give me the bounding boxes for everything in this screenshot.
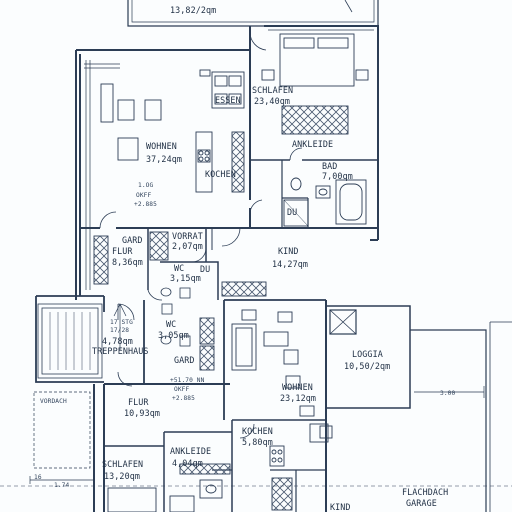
vorrat-name: VORRAT — [172, 231, 203, 241]
wohnen-top-name: WOHNEN — [146, 141, 177, 151]
furniture-bedroom-bottom — [107, 487, 195, 512]
loggia — [326, 305, 512, 512]
bad-area: 7,00qm — [322, 171, 353, 181]
wc1-area: 3,15qm — [170, 273, 201, 283]
dim-174: 1.74 — [54, 482, 70, 489]
kochen-top: KOCHEN — [205, 169, 236, 179]
wohnen2-name: WOHNEN — [282, 382, 313, 392]
treppenhaus-name: TREPPENHAUS — [92, 346, 149, 356]
og-note-3: +2.885 — [134, 201, 157, 208]
level-okff: OKFF — [174, 386, 190, 393]
wardrobes — [93, 231, 267, 371]
kochen2-area: 5,80qm — [242, 437, 273, 447]
og-note-1: 1.OG — [138, 182, 154, 189]
schlafen2-area: 13,20qm — [104, 471, 140, 481]
gard2-label: GARD — [174, 355, 195, 365]
schlafen2-name: SCHLAFEN — [102, 459, 144, 469]
wohnen-top-area: 37,24qm — [146, 154, 182, 164]
gard-flur-area: 8,36qm — [112, 257, 143, 267]
wc2-area: 3,05qm — [158, 330, 189, 340]
top-balcony — [127, 0, 379, 27]
furniture-bedroom-top — [261, 33, 369, 135]
stair-ratio: 17/28 — [110, 327, 130, 334]
kind-top-area: 14,27qm — [272, 259, 308, 269]
wc1-name: WC — [174, 263, 185, 273]
vorrat-area: 2,07qm — [172, 241, 203, 251]
windows — [84, 60, 120, 290]
treppenhaus-area: 4,78qm — [102, 336, 133, 346]
og-note-2: OKFF — [136, 192, 152, 199]
kochen2-name: KOCHEN — [242, 426, 273, 436]
du-top: DU — [287, 207, 298, 217]
du-wc: DU — [200, 264, 211, 274]
gard-label: GARD — [122, 235, 143, 245]
essen-label: ESSEN — [215, 95, 241, 105]
dim-16: 16 — [34, 474, 42, 481]
wc2-name: WC — [166, 319, 177, 329]
level-nn: +51.70 NN — [170, 377, 205, 384]
furniture-top — [100, 69, 245, 193]
ankleide2-name: ANKLEIDE — [170, 446, 212, 456]
flur2-name: FLUR — [128, 397, 149, 407]
vordach-area — [0, 391, 512, 487]
kind-top-name: KIND — [278, 246, 299, 256]
exterior-walls — [75, 25, 379, 300]
flur2-area: 10,93qm — [124, 408, 160, 418]
balcony-area: 13,82/2qm — [170, 5, 217, 15]
kind2-name: KIND — [330, 502, 351, 512]
stairwell — [35, 295, 127, 383]
bad-name: BAD — [322, 161, 338, 171]
interior-walls-bottom — [93, 299, 327, 512]
vordach-label: VORDACH — [40, 398, 67, 405]
wc-fixtures — [160, 287, 191, 347]
schlafen-top-name: SCHLAFEN — [252, 85, 294, 95]
flur-label: FLUR — [112, 246, 133, 256]
ankleide2-area: 4,04qm — [172, 458, 203, 468]
furniture-living-bottom — [231, 309, 333, 443]
level-value: +2.885 — [172, 395, 195, 402]
schlafen-top-area: 23,40qm — [254, 96, 290, 106]
dim-3: 3.00 — [440, 390, 456, 397]
garage-label: GARAGE — [406, 498, 437, 508]
loggia-name: LOGGIA — [352, 349, 383, 359]
interior-walls-top — [80, 50, 378, 300]
wohnen2-area: 23,12qm — [280, 393, 316, 403]
loggia-area: 10,50/2qm — [344, 361, 391, 371]
ankleide-top: ANKLEIDE — [292, 139, 334, 149]
stair-count: 17 STG — [110, 319, 133, 326]
flachdach-label: FLACHDACH — [402, 487, 449, 497]
bath-fixtures-top — [283, 177, 367, 227]
